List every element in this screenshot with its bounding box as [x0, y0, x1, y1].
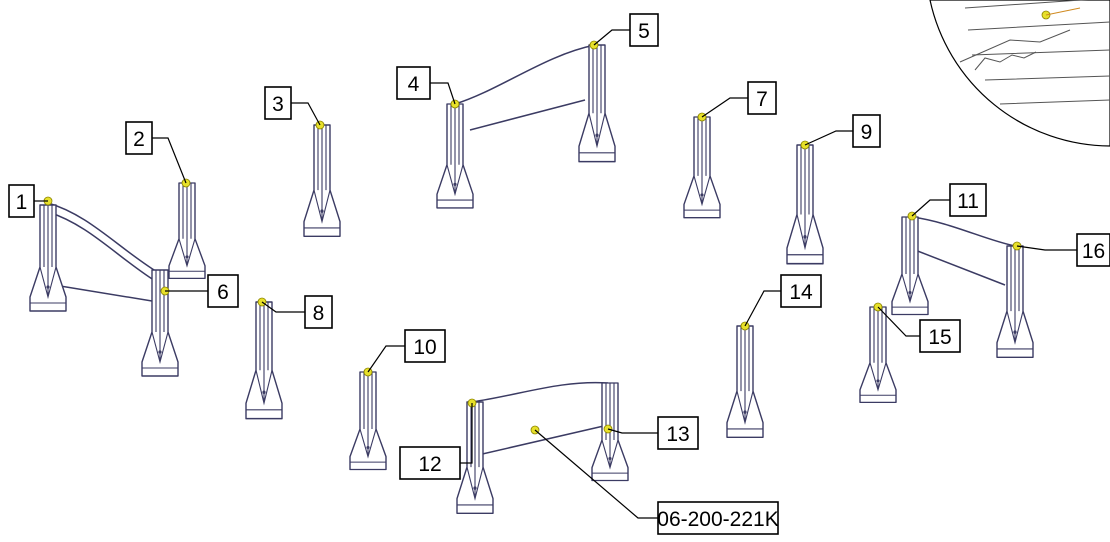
- detail-view: [929, 0, 1110, 147]
- post-10: [349, 367, 387, 471]
- callout-1-label: 1: [16, 191, 28, 214]
- callout-3-label: 3: [272, 93, 284, 116]
- callout-2: 2: [125, 121, 153, 155]
- post-9: [786, 140, 824, 265]
- post-7: [683, 112, 721, 219]
- callout-8-label: 8: [313, 302, 325, 325]
- callout-part-number: 06-200-221K: [657, 501, 779, 535]
- callout-12: 12: [399, 446, 461, 480]
- callout-12-label: 12: [418, 453, 441, 476]
- callout-13-label: 13: [666, 423, 689, 446]
- leader-lines: [34, 29, 1077, 519]
- post-3: [303, 120, 341, 238]
- callout-14-label: 14: [789, 281, 813, 304]
- callout-5-label: 5: [638, 20, 650, 43]
- callout-16-label: 16: [1082, 240, 1105, 263]
- callout-6-label: 6: [217, 281, 229, 304]
- callout-11: 11: [949, 183, 987, 217]
- callout-10: 10: [404, 329, 446, 363]
- callout-4: 4: [396, 66, 431, 100]
- callout-9: 9: [852, 114, 881, 148]
- callout-4-label: 4: [408, 73, 420, 96]
- callout-7: 7: [747, 81, 777, 115]
- post-2: [168, 178, 206, 280]
- callout-10-label: 10: [413, 336, 436, 359]
- assembly-left: [29, 196, 179, 377]
- callout-14: 14: [780, 274, 822, 308]
- callout-15: 15: [919, 319, 961, 353]
- callout-11-label: 11: [957, 190, 979, 213]
- callout-6: 6: [207, 274, 239, 308]
- assembly-right: [859, 211, 1034, 404]
- callout-16: 16: [1076, 233, 1110, 267]
- callout-1: 1: [8, 184, 35, 218]
- callout-9-label: 9: [861, 121, 873, 144]
- callout-2-label: 2: [133, 128, 145, 151]
- callout-3: 3: [264, 86, 292, 120]
- assembly-top: [436, 40, 616, 209]
- callout-8: 8: [304, 295, 333, 329]
- callout-13: 13: [657, 416, 699, 450]
- part-number-label: 06-200-221K: [657, 508, 778, 531]
- post-8: [245, 297, 283, 420]
- assembly-bottom: [456, 381, 629, 515]
- callout-7-label: 7: [756, 88, 768, 111]
- callout-5: 5: [629, 13, 659, 47]
- callout-15-label: 15: [928, 326, 951, 349]
- post-14: [726, 321, 764, 439]
